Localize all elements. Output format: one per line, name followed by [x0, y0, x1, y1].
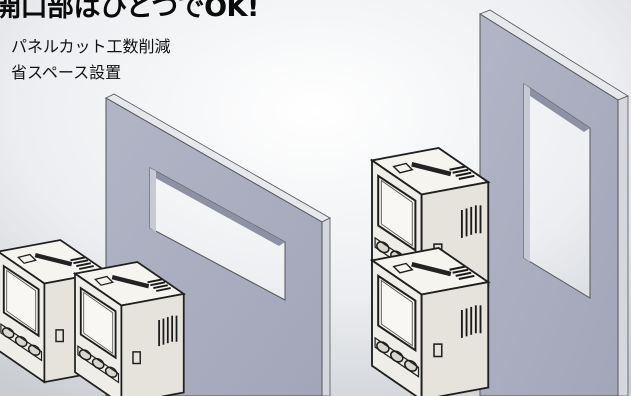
headline: 開口部はひとつでOK! [0, 0, 259, 23]
bullet-text: パネルカット工数削減 [11, 37, 171, 56]
bullet-panel-cut: パネルカット工数削減 [5, 37, 171, 57]
right-panel-plate [479, 9, 629, 396]
bullet-space-saving: 省スペース設置 [5, 63, 121, 83]
bullet-text: 省スペース設置 [11, 63, 122, 82]
right-controller-bottom [370, 246, 490, 396]
left-controller-2 [74, 261, 185, 396]
